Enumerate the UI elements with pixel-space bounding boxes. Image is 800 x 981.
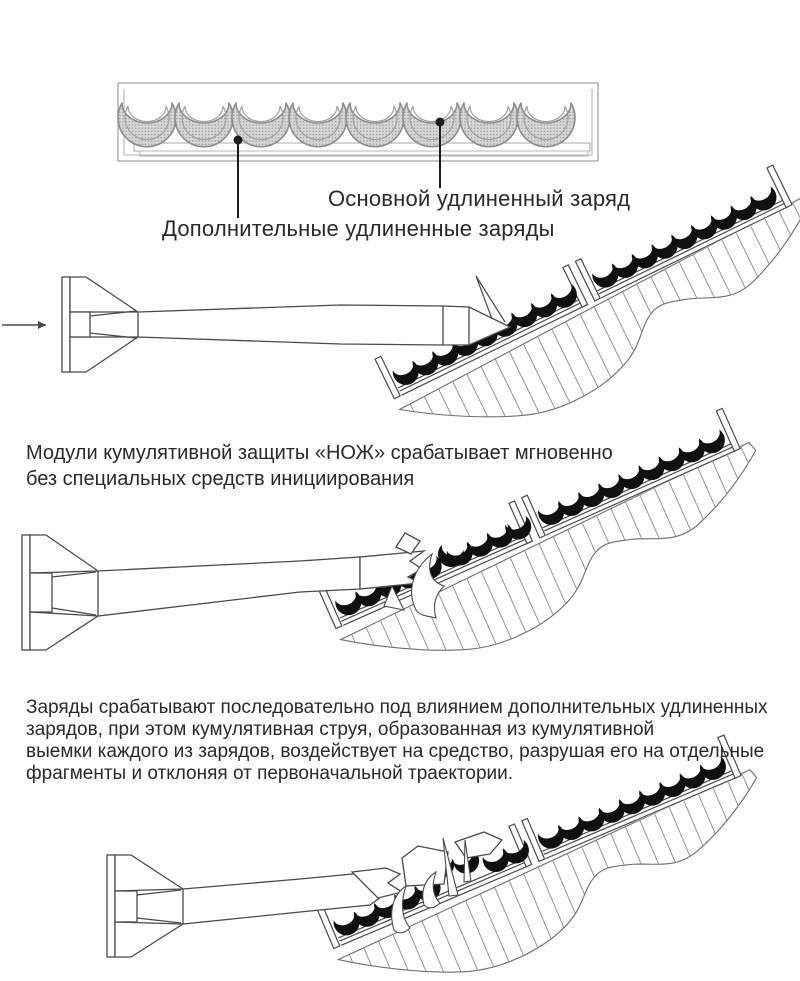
caption-line: Заряды срабатывают последовательно под в…: [26, 697, 768, 718]
caption-line: Модули кумулятивной защиты «НОЖ» срабаты…: [26, 442, 613, 464]
callout-dot-main-charge: [435, 117, 445, 127]
jet-spike: [442, 837, 459, 897]
missile-fragmented: [106, 831, 503, 958]
label-main-charge: Основной удлиненный заряд: [328, 186, 631, 211]
label-additional-charges: Дополнительные удлиненные заряды: [162, 216, 555, 241]
caption-sequential-detonation: Заряды срабатывают последовательно под в…: [26, 697, 768, 785]
fragment-nose: [454, 831, 503, 859]
caption-line: фрагменты и отклоняя от первоначальной т…: [26, 763, 514, 784]
stippled-crescent-charges: [117, 102, 576, 148]
callout-dot-additional-charges: [233, 135, 243, 145]
scene-approach: [2, 159, 800, 481]
caption-line: зарядов, при этом кумулятивная струя, об…: [26, 719, 655, 740]
scene-fragmentation: [106, 727, 789, 981]
missile-triggering: [21, 532, 446, 651]
caption-line: выемки каждого из зарядов, воздействует …: [26, 741, 765, 762]
jet-spike: [463, 839, 472, 883]
fragment-chevron: [350, 867, 404, 899]
caption-line: без специальных средств инициирования: [26, 468, 415, 490]
caption-instant-triggering: Модули кумулятивной защиты «НОЖ» срабаты…: [26, 440, 613, 492]
jet-plume: [391, 884, 411, 934]
module-cross-section: [117, 82, 599, 218]
missile-approaching: [2, 275, 512, 373]
scene-triggering: [21, 403, 790, 713]
jet-plume: [422, 870, 441, 909]
fragment-body: [401, 845, 449, 887]
